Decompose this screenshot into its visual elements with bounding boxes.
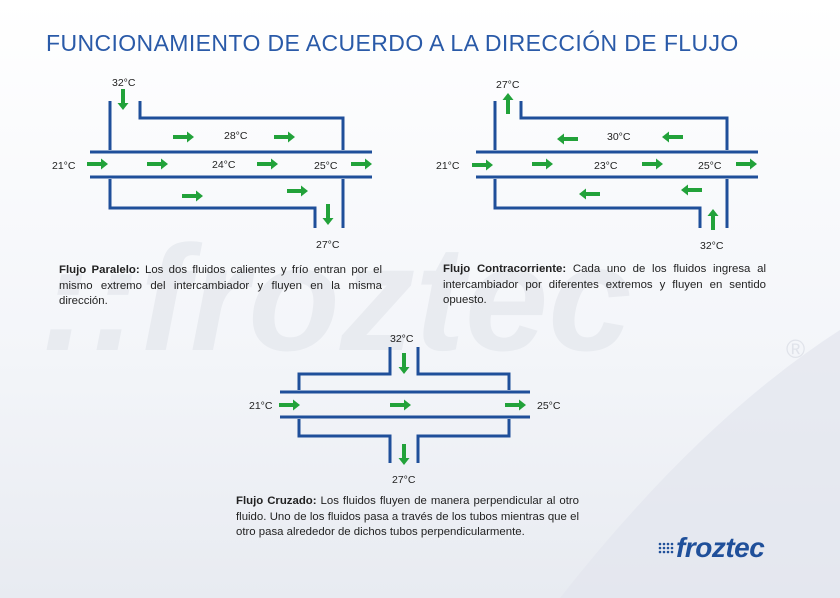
cross-cold-in-label: 21°C xyxy=(249,400,273,412)
counter-outer-shell-top xyxy=(493,101,729,150)
parallel-outer-shell-bottom xyxy=(108,179,345,228)
counter-hot-in-label: 32°C xyxy=(700,240,724,252)
parallel-description-title: Flujo Paralelo: xyxy=(59,264,140,276)
counter-hot-in-arrow xyxy=(707,209,719,230)
cross-shell-bottom xyxy=(297,419,511,463)
counter-shell-arrow xyxy=(579,188,600,200)
parallel-inner-tube xyxy=(90,150,372,179)
counter-shell-arrow xyxy=(557,133,578,145)
cross-flow-diagram xyxy=(280,347,530,463)
parallel-mid-center-label: 24°C xyxy=(212,159,236,171)
counter-shell-arrow xyxy=(662,131,683,143)
parallel-hot-out-arrow xyxy=(322,204,334,225)
cross-tube-arrow xyxy=(505,399,526,411)
parallel-flow-diagram xyxy=(90,101,372,228)
parallel-shell-arrow xyxy=(173,131,194,143)
cross-description: Flujo Cruzado: Los fluidos fluyen de man… xyxy=(236,494,579,541)
parallel-description-text: Los dos fluidos calientes y frío entran … xyxy=(59,264,383,307)
cross-description-title: Flujo Cruzado: xyxy=(236,495,317,507)
parallel-cold-in-label: 21°C xyxy=(52,160,76,172)
counter-mid-top-label: 30°C xyxy=(607,131,631,143)
parallel-tube-arrow xyxy=(147,158,168,170)
cross-hot-in-arrow xyxy=(398,353,410,374)
brand-logo: froztec xyxy=(676,532,765,563)
parallel-outer-shell-top xyxy=(108,101,345,150)
parallel-shell-arrow xyxy=(287,185,308,197)
cross-inner-tube xyxy=(280,390,530,419)
parallel-tube-arrow xyxy=(257,158,278,170)
cross-hot-in-label: 32°C xyxy=(390,333,414,345)
cross-tube-arrow xyxy=(390,399,411,411)
registered-mark: ® xyxy=(786,334,805,364)
counter-tube-arrow xyxy=(472,159,493,171)
counter-tube-arrow xyxy=(736,158,757,170)
parallel-cold-out-label: 25°C xyxy=(314,160,338,172)
parallel-hot-in-label: 32°C xyxy=(112,77,136,89)
cross-arrows xyxy=(279,353,526,465)
parallel-arrows xyxy=(87,89,372,225)
counter-inner-tube xyxy=(476,150,758,179)
counter-cold-in-label: 21°C xyxy=(436,160,460,172)
logo-dots-icon xyxy=(658,542,674,554)
parallel-shell-arrow xyxy=(274,131,295,143)
cross-hot-out-arrow xyxy=(398,444,410,465)
cross-tube-arrow xyxy=(279,399,300,411)
parallel-mid-top-label: 28°C xyxy=(224,130,248,142)
cross-shell-top xyxy=(297,347,511,390)
counter-description: Flujo Contracorriente: Cada uno de los f… xyxy=(443,262,766,309)
counter-tube-arrow xyxy=(642,158,663,170)
parallel-shell-arrow xyxy=(182,190,203,202)
page-title: FUNCIONAMIENTO DE ACUERDO A LA DIRECCIÓN… xyxy=(46,30,739,56)
counter-description-title: Flujo Contracorriente: xyxy=(443,263,567,275)
counter-hot-out-arrow xyxy=(502,93,514,114)
counter-description-text: Cada uno de los fluidos ingresa al inter… xyxy=(443,263,766,306)
brand-watermark: ::froztec xyxy=(40,214,632,382)
counter-cold-out-label: 25°C xyxy=(698,160,722,172)
counter-hot-out-label: 27°C xyxy=(496,79,520,91)
parallel-tube-arrow xyxy=(87,158,108,170)
parallel-tube-arrow xyxy=(351,158,372,170)
parallel-description: Flujo Paralelo: Los dos fluidos caliente… xyxy=(59,263,382,310)
counter-flow-diagram xyxy=(476,101,758,228)
parallel-hot-in-arrow xyxy=(117,89,129,110)
cross-hot-out-label: 27°C xyxy=(392,474,416,486)
cross-description-text: Los fluidos fluyen de manera perpendicul… xyxy=(236,495,579,538)
cross-cold-out-label: 25°C xyxy=(537,400,561,412)
counter-mid-center-label: 23°C xyxy=(594,160,618,172)
counter-outer-shell-bottom xyxy=(493,179,729,228)
counter-tube-arrow xyxy=(532,158,553,170)
parallel-hot-out-label: 27°C xyxy=(316,239,340,251)
counter-shell-arrow xyxy=(681,184,702,196)
